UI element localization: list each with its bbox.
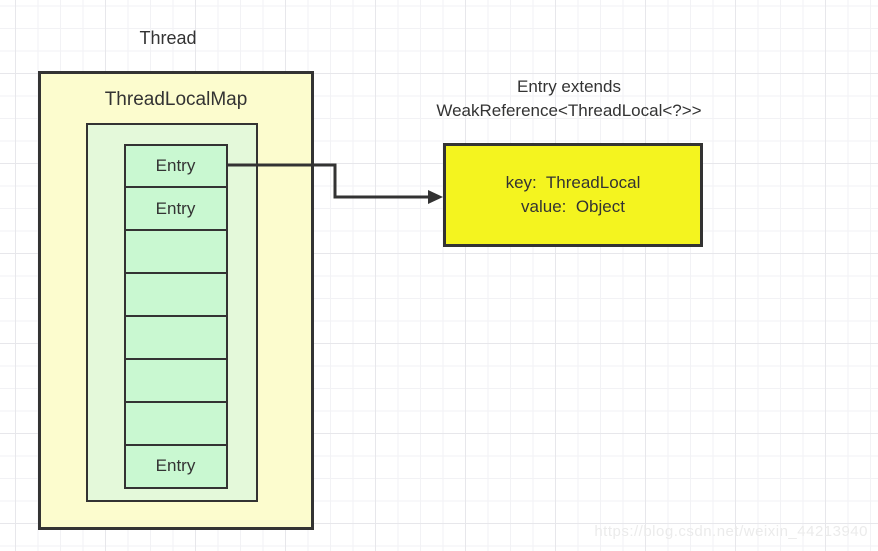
entry-cell (125, 357, 226, 401)
reference-arrow (227, 163, 443, 204)
entry-note-line2: WeakReference<ThreadLocal<?>> (436, 101, 702, 120)
entry-cell (125, 315, 226, 358)
entry-value-line: value: Object (521, 197, 625, 216)
entry-cell: Entry (125, 443, 226, 487)
thread-label: Thread (139, 28, 197, 48)
arrowhead-icon (428, 190, 443, 204)
entry-key-line: key: ThreadLocal (505, 173, 641, 192)
entry-note-line1: Entry extends (517, 77, 621, 96)
entry-detail-box: key: ThreadLocal value: Object (443, 143, 703, 247)
entry-note: Entry extends WeakReference<ThreadLocal<… (403, 75, 735, 123)
entry-cell (125, 400, 226, 444)
entry-cell: Entry (125, 145, 226, 187)
entry-cell (125, 272, 226, 315)
entry-cell: Entry (125, 186, 226, 230)
threadlocalmap-label: ThreadLocalMap (104, 89, 248, 110)
watermark: https://blog.csdn.net/weixin_44213940 (594, 523, 868, 540)
entry-cell (125, 229, 226, 273)
